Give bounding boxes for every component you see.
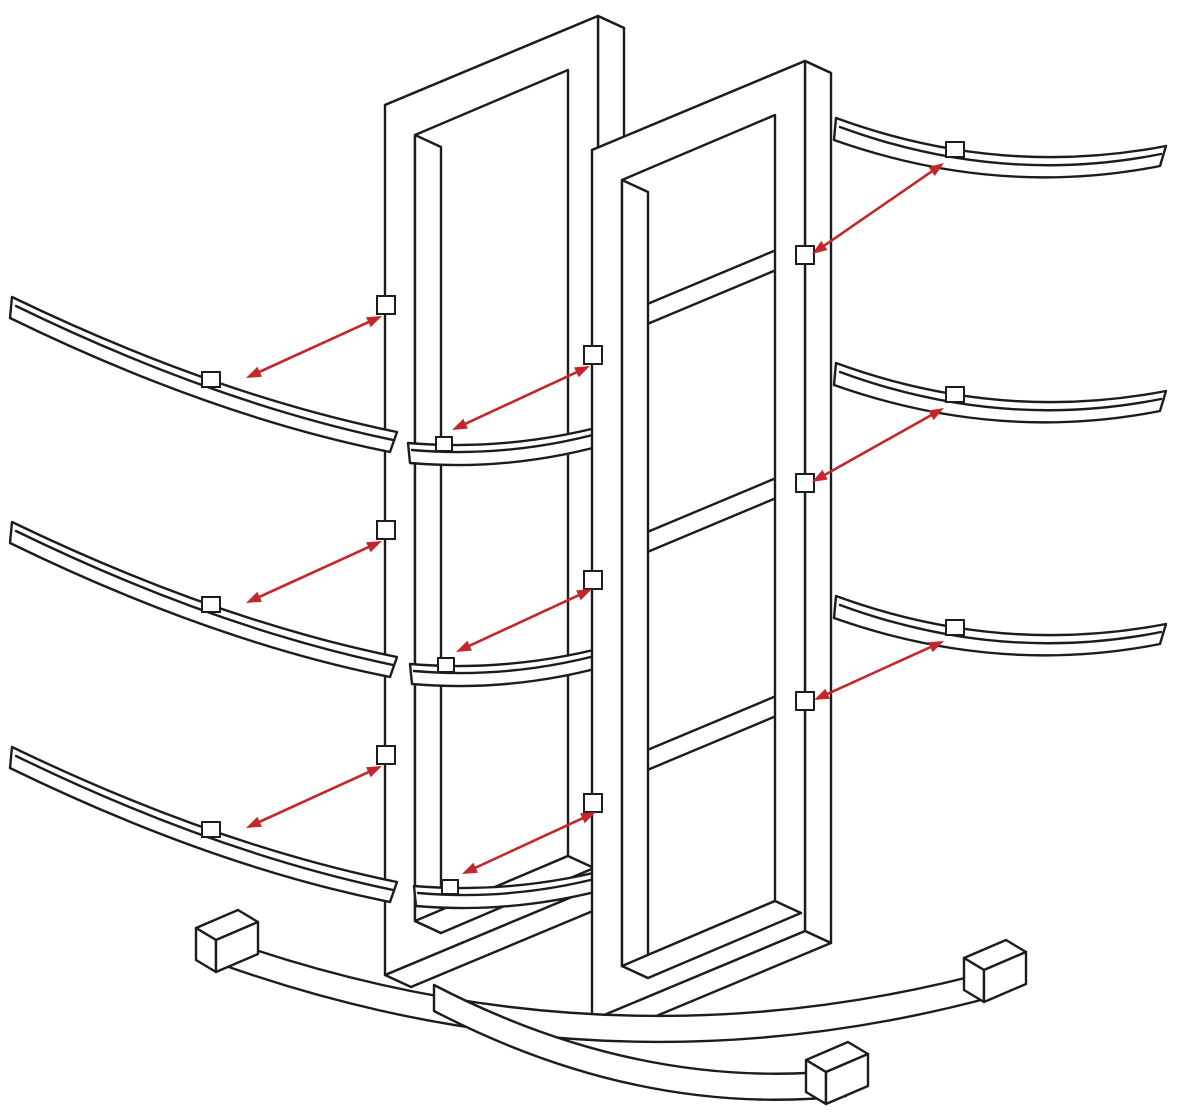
front-frame-side-face — [803, 59, 833, 945]
left-arm-body — [8, 745, 399, 904]
base — [194, 908, 1028, 1106]
assembly-arrow-line — [253, 768, 375, 826]
right-arm-body — [832, 116, 1168, 179]
right-arm-notch — [945, 141, 965, 158]
left-arm-1 — [8, 295, 399, 454]
right-arm-1 — [832, 116, 1168, 179]
front-frame-inner-left-face — [620, 178, 650, 980]
middle-arm-notch — [437, 657, 455, 673]
assembly-arrows — [246, 163, 944, 874]
assembly-arrow-line — [253, 543, 375, 601]
left-arm-notch — [201, 371, 221, 388]
left-arms — [8, 295, 399, 904]
right-arm-top-face-edge — [838, 370, 1163, 412]
assembly-arrowhead — [366, 316, 382, 328]
back-frame — [376, 14, 626, 989]
assembly-arrowhead — [574, 366, 590, 378]
middle-arm-notch — [435, 436, 453, 452]
assembly-arrow-line — [459, 368, 583, 428]
front-frame — [583, 59, 833, 1034]
left-arm-body — [8, 295, 399, 454]
base-foot-front — [804, 1040, 870, 1106]
left-arm-3 — [8, 745, 399, 904]
assembly-arrow-line — [253, 318, 375, 376]
assembly-arrowhead — [812, 240, 828, 254]
left-arm-notch — [201, 596, 221, 613]
right-arm-top-face-edge — [838, 125, 1163, 167]
assembly-arrowhead — [928, 641, 944, 653]
assembly-arrowhead — [812, 469, 828, 482]
base-foot-left — [194, 908, 260, 974]
assembly-arrowhead — [928, 408, 944, 421]
assembly-arrowhead — [246, 816, 262, 828]
assembly-arrow-line — [463, 591, 585, 650]
assembly-arrowhead — [456, 640, 472, 652]
right-arm-body — [832, 594, 1168, 657]
assembly-arrowhead — [814, 688, 830, 700]
right-arm-body — [832, 361, 1168, 424]
back-frame-inner-left-face — [413, 133, 443, 935]
assembly-arrowhead — [928, 163, 944, 177]
base-foot-side-face — [214, 920, 260, 974]
right-arm-notch — [945, 619, 965, 636]
back-frame-notch — [376, 295, 396, 315]
assembly-arrowhead — [246, 366, 262, 378]
back-frame-notch — [376, 520, 396, 540]
base-foot-side-face — [982, 950, 1028, 1004]
assembly-arrowhead — [462, 862, 478, 874]
assembly-arrowhead — [366, 541, 382, 553]
middle-arm-notch — [441, 879, 459, 895]
assembly-arrowhead — [576, 589, 592, 601]
front-frame-inner-bottom-face — [620, 899, 803, 980]
right-arm-top-face-edge — [838, 603, 1163, 645]
right-arm-notch — [945, 386, 965, 403]
assembly-arrow-line — [818, 167, 938, 250]
front-frame-notch — [583, 793, 603, 813]
back-frame-notch — [376, 745, 396, 765]
assembly-arrowhead — [452, 418, 468, 430]
front-frame-notch — [583, 570, 603, 590]
assembly-arrow-line — [821, 643, 937, 698]
assembly-arrow-line — [819, 411, 937, 479]
base-foot-side-face — [824, 1052, 870, 1106]
left-arm-2 — [8, 520, 399, 679]
base-foot-right — [962, 938, 1028, 1004]
right-arms — [832, 116, 1168, 657]
right-arm-2 — [832, 361, 1168, 424]
assembly-arrowhead — [246, 591, 262, 603]
left-arm-notch — [201, 821, 221, 838]
assembly-arrow-line — [469, 814, 589, 872]
front-frame-back-notch — [795, 245, 815, 265]
assembly-arrowhead — [580, 812, 596, 824]
front-frame-back-notch — [795, 473, 815, 493]
front-frame-notch — [583, 345, 603, 365]
assembly-arrowhead — [366, 766, 382, 778]
right-arm-3 — [832, 594, 1168, 657]
left-arm-body — [8, 520, 399, 679]
front-frame-back-notch — [795, 691, 815, 711]
